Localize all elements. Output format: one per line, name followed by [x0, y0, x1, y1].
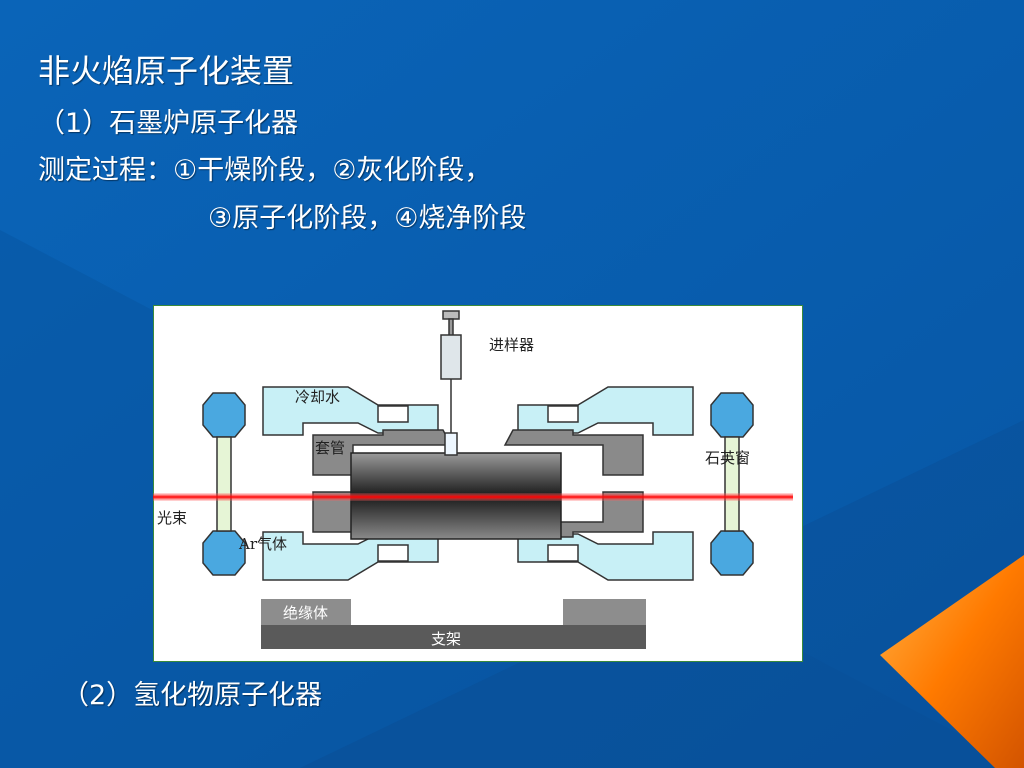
quartz-window-bottom-right [710, 530, 754, 576]
label-insulator: 绝缘体 [283, 604, 328, 622]
housing-top-right [503, 429, 644, 476]
item-graphite-furnace: （1）石墨炉原子化器 [38, 108, 299, 139]
cooling-jacket-bottom-right [517, 531, 694, 581]
slide-title: 非火焰原子化装置 [38, 52, 295, 90]
process-stages-line-2: ③原子化阶段，④烧净阶段 [208, 203, 527, 234]
cooling-jacket-top-right [517, 386, 694, 436]
quartz-window-bottom-left [202, 530, 246, 576]
label-support: 支架 [431, 630, 461, 648]
item-hydride-atomizer: （2）氢化物原子化器 [62, 680, 323, 711]
graphite-furnace-diagram: 进样器 冷却水 套管 石英窗 光束 Ar气体 绝缘体 支架 [153, 305, 803, 662]
label-argon: Ar气体 [238, 535, 287, 553]
process-stages-line-1: 测定过程：①干燥阶段，②灰化阶段， [38, 155, 492, 186]
injector-syringe [440, 310, 462, 456]
insulator-left [261, 599, 351, 625]
cooling-jacket-top-left [262, 386, 439, 436]
quartz-window-top-left [202, 392, 246, 438]
corner-decoration [880, 555, 1024, 768]
support-base [261, 625, 646, 649]
label-sleeve: 套管 [315, 439, 345, 457]
label-injector: 进样器 [489, 336, 534, 354]
light-beam [153, 493, 793, 501]
label-light-beam: 光束 [157, 509, 187, 527]
label-cooling-water: 冷却水 [295, 388, 340, 406]
quartz-window-top-right [710, 392, 754, 438]
insulator-right [563, 599, 646, 625]
label-quartz-window: 石英窗 [705, 449, 750, 467]
